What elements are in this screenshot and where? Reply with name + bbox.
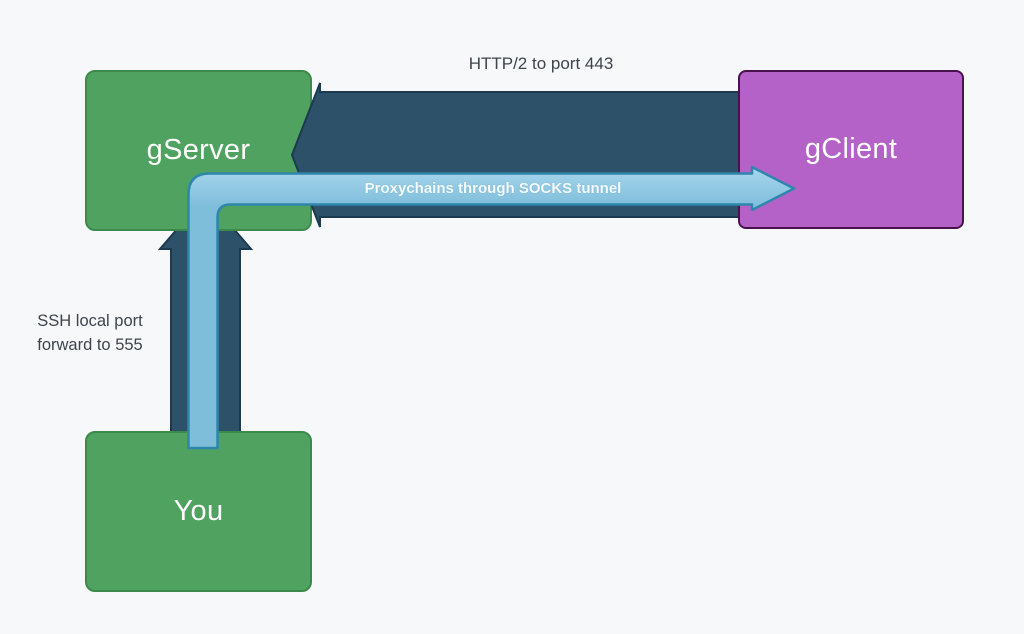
ssh-arrow-label: SSH local port forward to 555 bbox=[20, 309, 160, 357]
node-gclient-label: gClient bbox=[804, 133, 898, 165]
node-you-label: You bbox=[173, 495, 224, 527]
node-you: You bbox=[85, 431, 312, 592]
ssh-arrow-label-line2: forward to 555 bbox=[37, 336, 143, 354]
socks-arrow-label: Proxychains through SOCKS tunnel bbox=[364, 180, 622, 197]
node-gserver: gServer bbox=[85, 70, 312, 231]
http-arrow-label: HTTP/2 to port 443 bbox=[468, 54, 614, 73]
http-arrow-shape bbox=[290, 82, 751, 228]
node-gserver-label: gServer bbox=[146, 134, 251, 166]
ssh-arrow-shape bbox=[157, 194, 254, 437]
ssh-arrow-label-line1: SSH local port bbox=[37, 312, 143, 330]
node-gclient: gClient bbox=[738, 70, 964, 229]
